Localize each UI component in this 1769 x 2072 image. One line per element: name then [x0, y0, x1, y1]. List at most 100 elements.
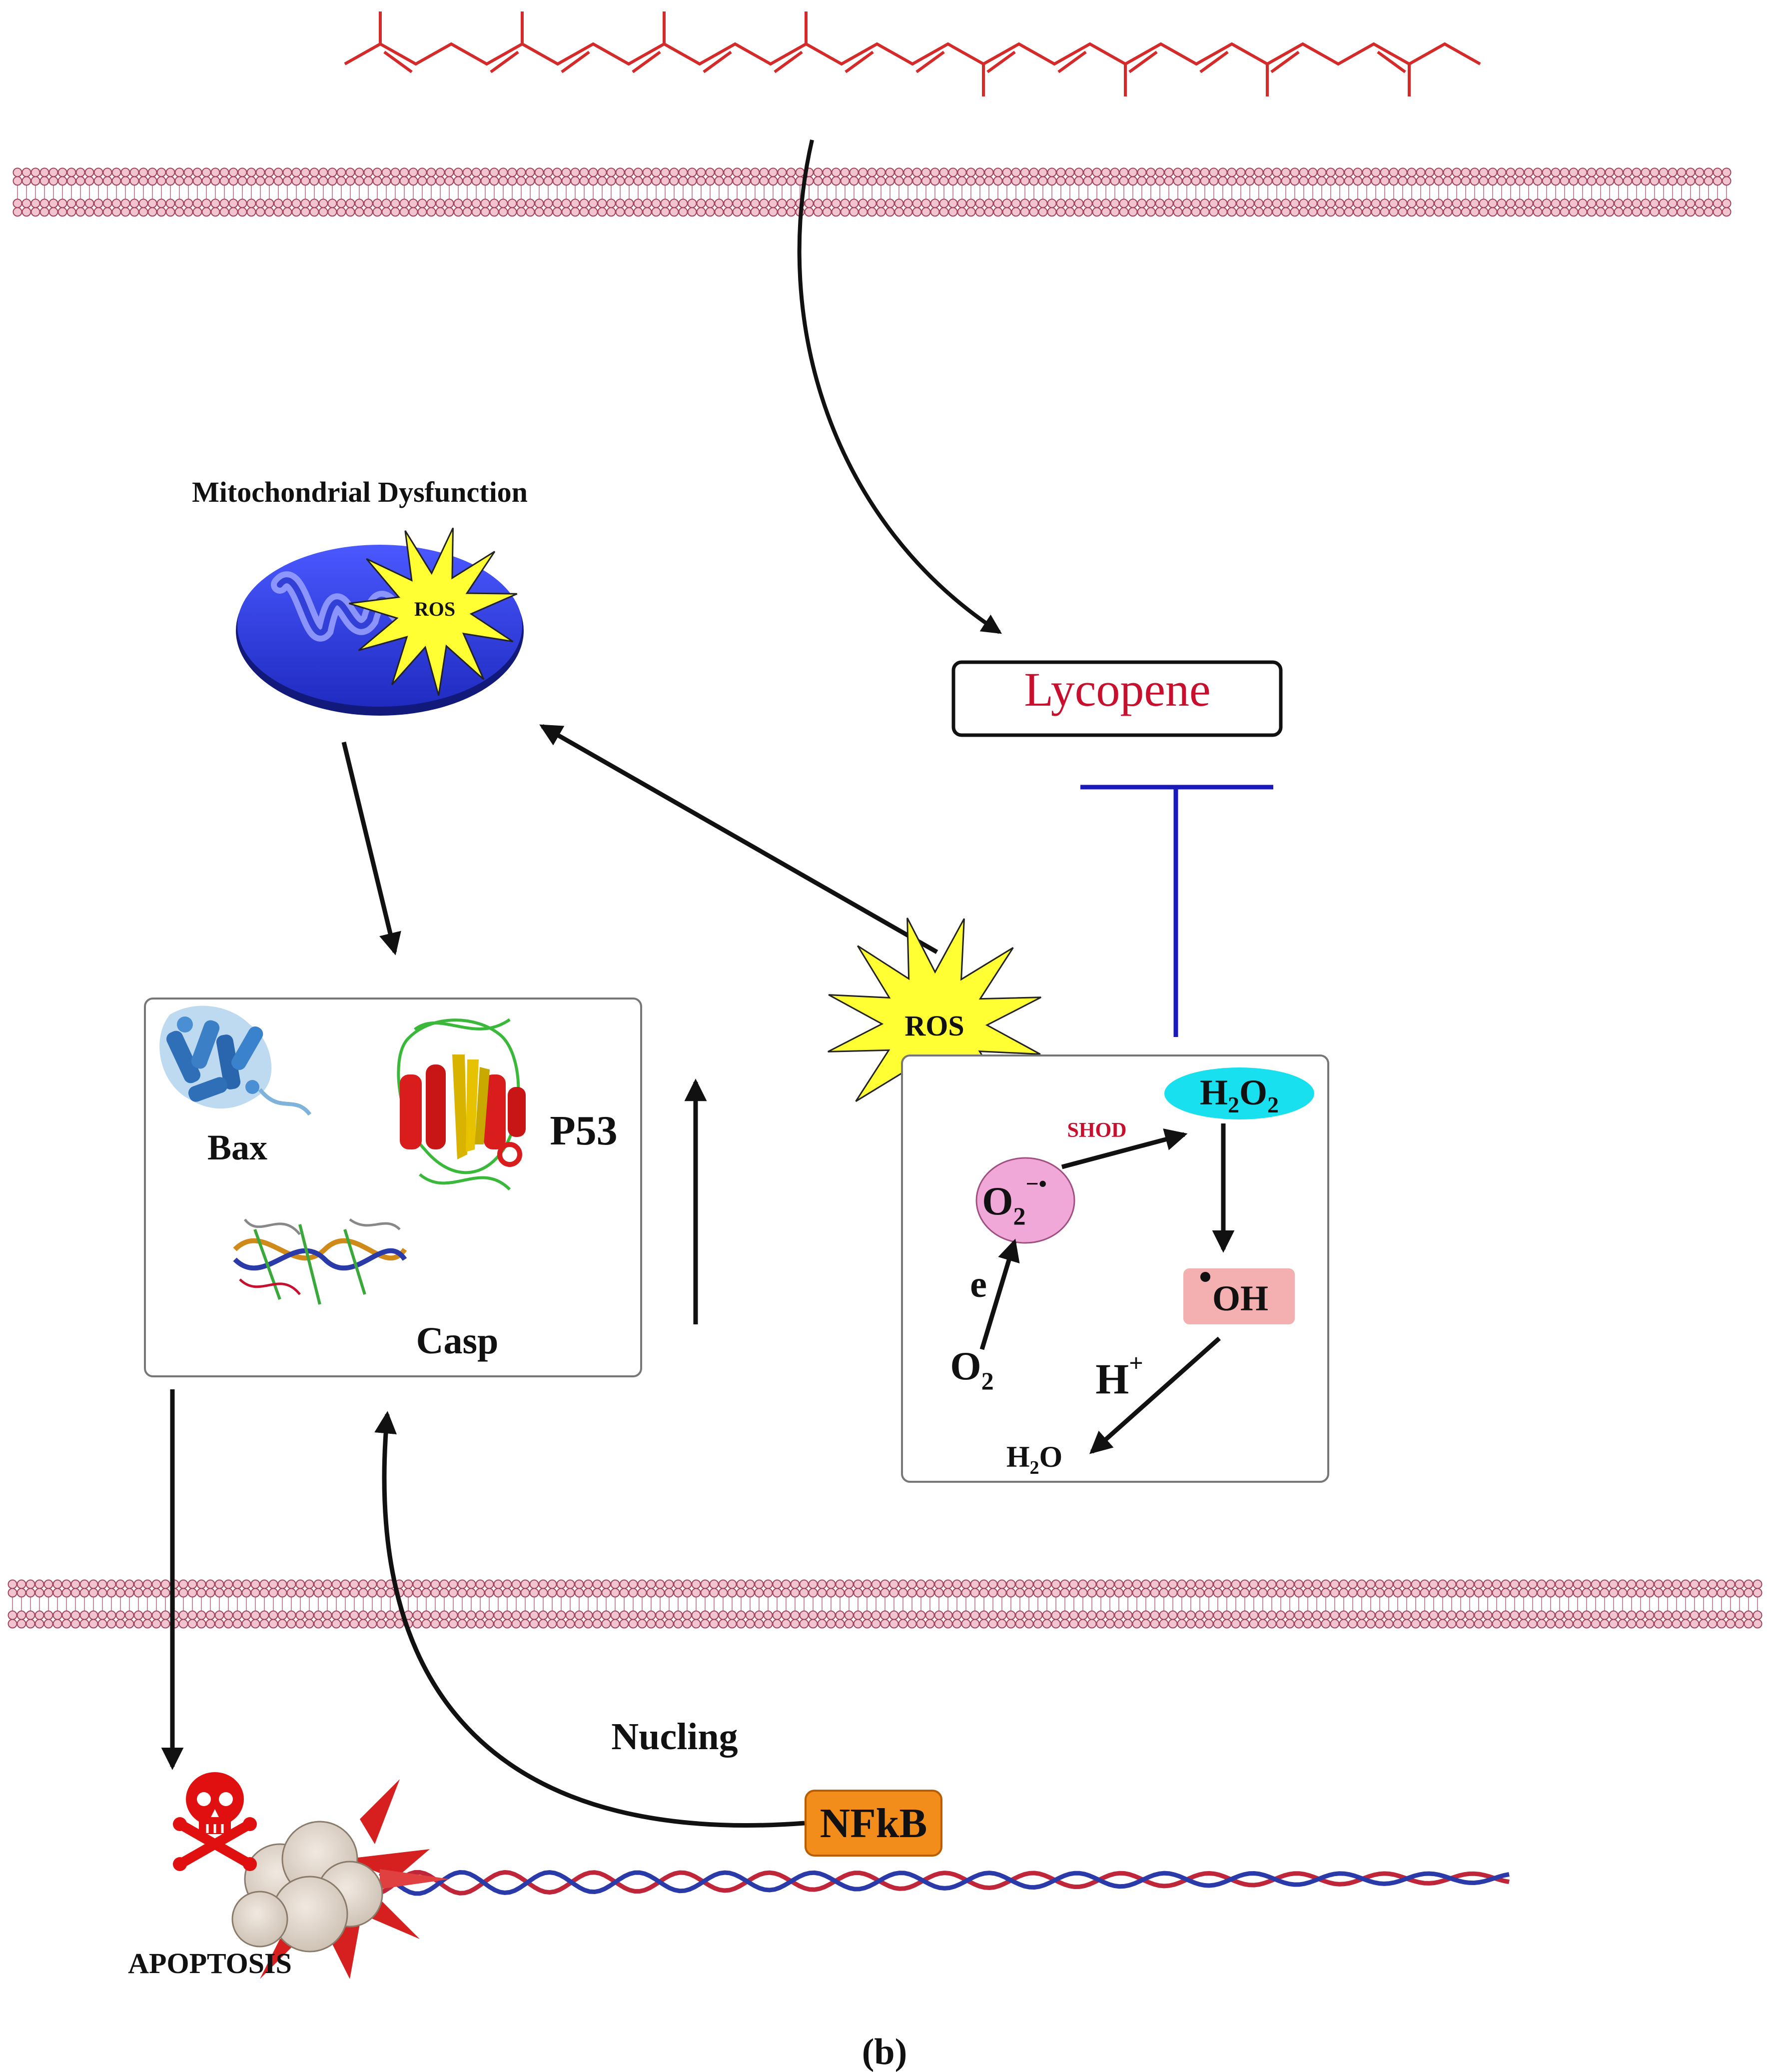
lipid-head [1483, 1588, 1493, 1598]
lipid-head [84, 207, 94, 217]
lipid-head [1312, 1588, 1322, 1598]
lipid-head [835, 1579, 845, 1589]
lipid-head [1528, 1579, 1538, 1589]
lipid-head [709, 1579, 719, 1589]
lipid-head [151, 1610, 161, 1620]
lipid-head [1551, 207, 1561, 217]
lipid-head [475, 1610, 485, 1620]
lipid-head [1002, 198, 1012, 208]
lipid-head [259, 1579, 269, 1589]
lipid-head [975, 176, 985, 186]
lipid-head [1146, 176, 1156, 186]
lipid-head [1339, 1579, 1349, 1589]
lipid-head [1555, 1579, 1565, 1589]
lipid-head [1533, 207, 1543, 217]
lipid-head [115, 1619, 125, 1629]
lipid-head [466, 1610, 476, 1620]
lipid-head [205, 1588, 215, 1598]
lipid-head [1209, 176, 1219, 186]
lipid-head [687, 176, 697, 186]
lipid-head [1456, 1619, 1466, 1629]
lipid-head [1393, 1588, 1403, 1598]
lipid-head [525, 167, 535, 177]
lipid-head [1474, 1588, 1484, 1598]
lipid-head [430, 1588, 440, 1598]
lipid-head [1533, 176, 1543, 186]
lipid-head [1452, 167, 1462, 177]
lipid-head [435, 207, 445, 217]
lipid-head [700, 1610, 710, 1620]
lipid-head [385, 1588, 395, 1598]
lipid-head [1380, 176, 1390, 186]
lipid-head [147, 176, 157, 186]
lipid-head [624, 167, 634, 177]
lipid-head [1101, 198, 1111, 208]
lipid-head [1551, 176, 1561, 186]
lipid-head [660, 176, 670, 186]
lipid-head [1128, 198, 1138, 208]
lipid-head [754, 1610, 764, 1620]
lipid-head [1155, 207, 1165, 217]
lipid-head [831, 207, 841, 217]
lipid-head [799, 1579, 809, 1589]
lipid-head [930, 198, 940, 208]
lipid-head [1335, 207, 1345, 217]
lipid-head [448, 1588, 458, 1598]
lipid-head [417, 167, 427, 177]
lipid-head [538, 1619, 548, 1629]
lipid-head [1447, 1579, 1457, 1589]
lipid-head [642, 198, 652, 208]
lipid-head [1285, 1619, 1295, 1629]
lipid-head [1429, 1610, 1439, 1620]
lipid-head [1344, 167, 1354, 177]
lipid-head [714, 198, 724, 208]
lipid-head [1407, 207, 1417, 217]
lipid-head [327, 198, 337, 208]
lipid-head [1308, 207, 1318, 217]
lipid-head [165, 176, 175, 186]
double-bond [1199, 50, 1229, 73]
lipid-head [1128, 176, 1138, 186]
lipid-head [345, 207, 355, 217]
lipid-head [817, 1588, 827, 1598]
lipid-head [7, 1610, 17, 1620]
lipid-head [1060, 1588, 1070, 1598]
lipid-head [939, 167, 949, 177]
lipid-head [1623, 198, 1633, 208]
lipid-head [21, 176, 31, 186]
lipid-head [210, 176, 220, 186]
lipid-head [889, 1619, 899, 1629]
lipid-head [678, 198, 688, 208]
lipid-head [142, 1579, 152, 1589]
lipid-head [592, 1610, 602, 1620]
lipid-head [561, 167, 571, 177]
lipid-head [588, 167, 598, 177]
lipid-head [970, 1610, 980, 1620]
lipid-head [1137, 207, 1147, 217]
lipid-head [1420, 1619, 1430, 1629]
lipid-head [1231, 1588, 1241, 1598]
lipid-head [70, 1579, 80, 1589]
lipid-head [480, 207, 490, 217]
lipid-head [1137, 198, 1147, 208]
lipid-head [1497, 207, 1507, 217]
double-bond [986, 50, 1016, 73]
lipid-head [151, 1619, 161, 1629]
lipid-head [565, 1579, 575, 1589]
lipid-head [714, 176, 724, 186]
lipid-head [543, 167, 553, 177]
lipid-head [1065, 167, 1075, 177]
lipid-head [939, 176, 949, 186]
lipid-head [601, 1610, 611, 1620]
lipid-head [840, 198, 850, 208]
lipid-head [318, 167, 328, 177]
lipid-head [714, 207, 724, 217]
lipid-head [1461, 167, 1471, 177]
lipid-head [651, 198, 661, 208]
lipid-head [156, 198, 166, 208]
lipid-head [997, 1610, 1007, 1620]
lipid-head [1330, 1588, 1340, 1598]
lipid-head [1123, 1619, 1133, 1629]
lipid-head [543, 198, 553, 208]
lipid-head [930, 176, 940, 186]
